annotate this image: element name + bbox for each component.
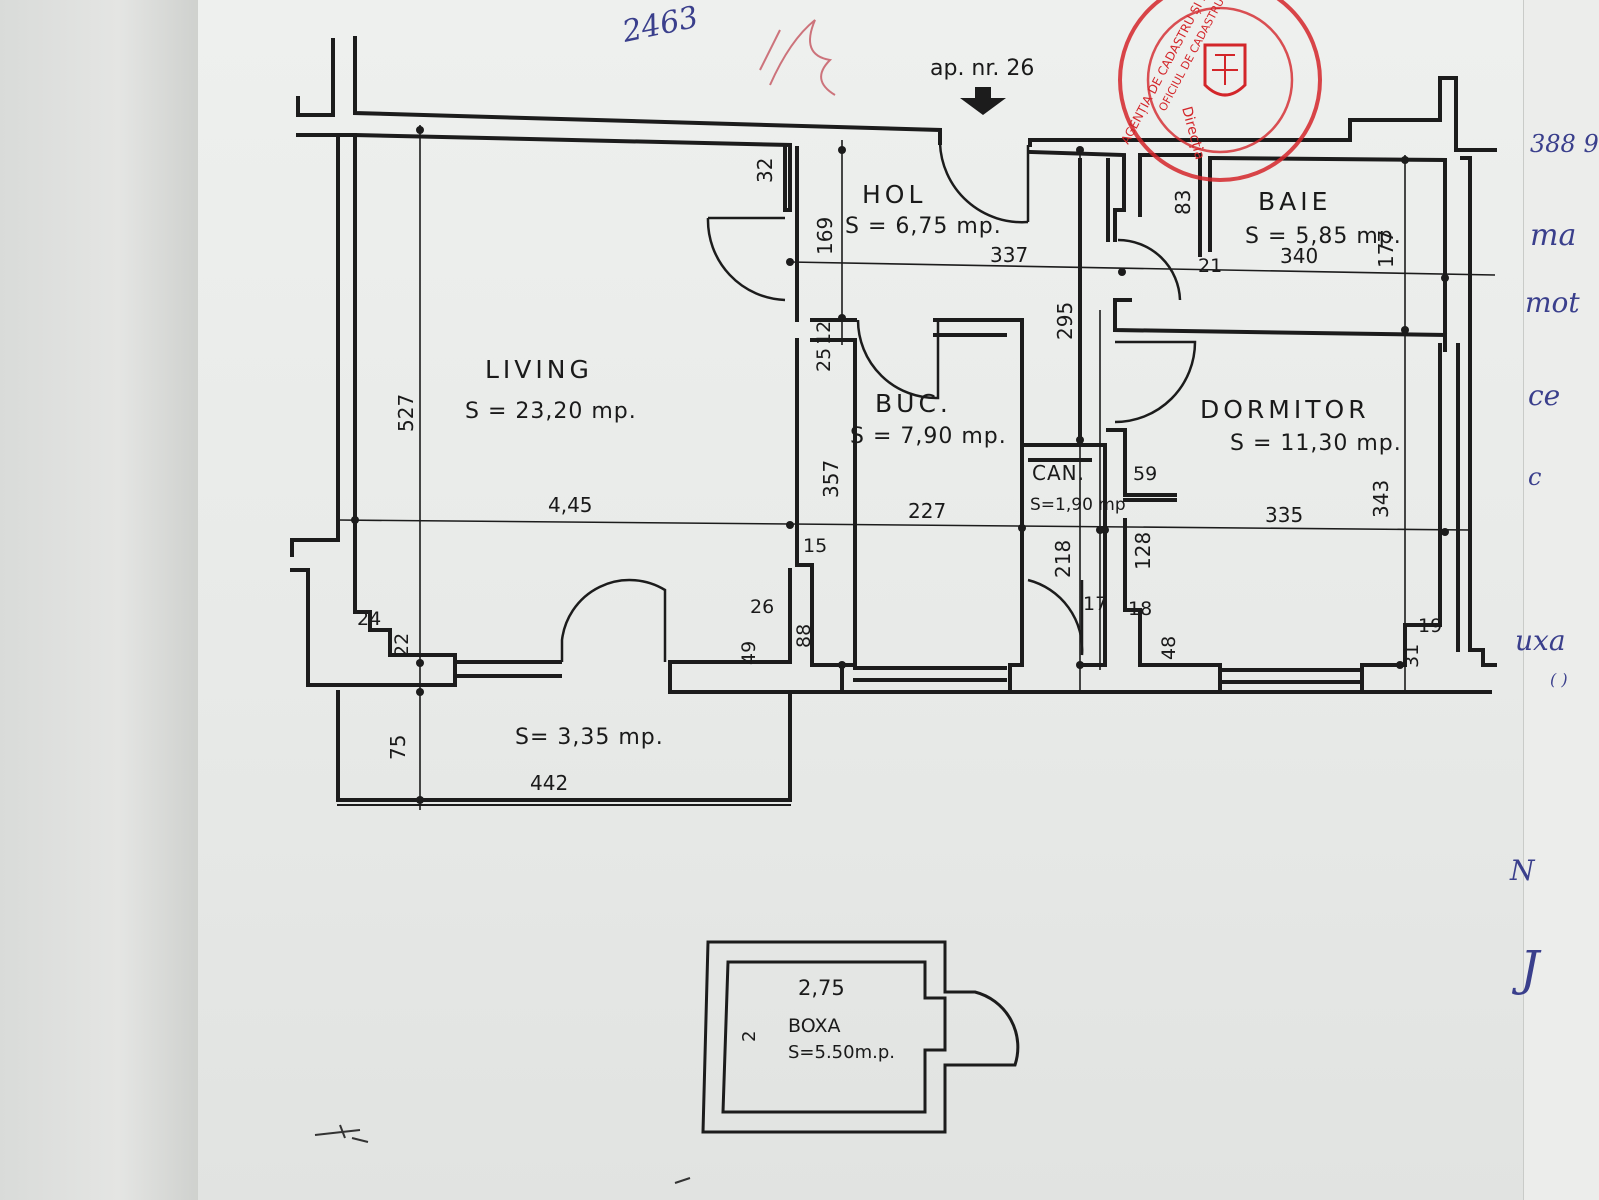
dimension-lines	[337, 125, 1496, 810]
dim-49: 49	[738, 641, 760, 665]
dim-32: 32	[753, 158, 777, 183]
dim-59: 59	[1133, 463, 1157, 485]
dim-335: 335	[1265, 503, 1303, 527]
coat-of-arms-icon	[1203, 43, 1247, 97]
can-room-name: CAN.	[1032, 461, 1085, 485]
living-room-area: S = 23,20 mp.	[465, 399, 637, 424]
hol-room-area: S = 6,75 mp.	[845, 214, 1002, 239]
dim-25: 25	[813, 348, 835, 372]
apartment-label: ap. nr. 26	[930, 56, 1034, 81]
dim-445: 4,45	[548, 493, 593, 517]
boxa-area: S=5.50m.p.	[788, 1042, 895, 1063]
dim-442: 442	[530, 771, 568, 795]
dim-83: 83	[1171, 190, 1195, 215]
living-room-name: LIVING	[485, 355, 593, 384]
dim-12: 12	[813, 321, 835, 345]
boxa-outline	[701, 940, 1020, 1134]
dim-88: 88	[793, 624, 815, 648]
boxa-width: 2,75	[798, 976, 845, 1000]
dim-227: 227	[908, 499, 946, 523]
dormitor-room-area: S = 11,30 mp.	[1230, 431, 1402, 456]
margin-note-9: J	[1511, 941, 1542, 997]
door-swings	[560, 142, 1197, 662]
dim-19: 19	[1418, 615, 1442, 637]
dim-31: 31	[1401, 644, 1423, 668]
handwritten-number: 2463	[618, 0, 701, 50]
pen-marks	[314, 1124, 691, 1184]
margin-note-8: N	[1509, 854, 1536, 887]
boxa-depth: 2	[739, 1031, 760, 1042]
margin-note-2: ma	[1530, 218, 1576, 253]
dim-340: 340	[1280, 244, 1318, 268]
dimension-ticks	[351, 126, 1449, 804]
floor-plan-sheet	[198, 0, 1523, 1200]
dim-22: 22	[391, 633, 413, 657]
margin-note-4: ce	[1528, 379, 1560, 412]
margin-note-5: c	[1528, 463, 1541, 491]
dim-218: 218	[1051, 540, 1075, 578]
dim-295: 295	[1053, 302, 1077, 340]
entrance-arrow-icon	[960, 87, 1006, 115]
buc-room-name: BUC.	[875, 389, 952, 418]
dim-48: 48	[1158, 636, 1180, 660]
signature-scribble	[759, 19, 836, 96]
dim-26: 26	[750, 596, 774, 618]
dim-15: 15	[803, 535, 827, 557]
left-page-edge	[0, 0, 198, 1200]
dim-337: 337	[990, 243, 1028, 267]
boxa-name: BOXA	[788, 1015, 840, 1037]
dim-75: 75	[386, 735, 410, 760]
baie-room-name: BAIE	[1258, 187, 1331, 216]
dim-527: 527	[394, 394, 418, 432]
baie-room-area: S = 5,85 mp.	[1245, 224, 1402, 249]
dim-24: 24	[357, 608, 381, 630]
balcony-area: S= 3,35 mp.	[515, 725, 664, 750]
hol-room-name: HOL	[862, 180, 926, 209]
can-room-area: S=1,90 mp	[1030, 495, 1126, 515]
dim-21: 21	[1198, 255, 1222, 277]
margin-note-7: ( )	[1550, 670, 1568, 689]
margin-note-1: 388 9	[1530, 130, 1599, 158]
margin-note-3: mot	[1525, 286, 1580, 319]
right-page-edge	[1523, 0, 1599, 1200]
dim-177: 177	[1374, 230, 1398, 268]
dormitor-room-name: DORMITOR	[1200, 395, 1370, 424]
dim-128: 128	[1131, 532, 1155, 570]
dim-169: 169	[813, 217, 837, 255]
margin-note-6: uxa	[1515, 624, 1566, 657]
walls	[290, 36, 1497, 806]
dim-343: 343	[1369, 480, 1393, 518]
dim-18: 18	[1128, 598, 1152, 620]
dim-357: 357	[819, 460, 843, 498]
buc-room-area: S = 7,90 mp.	[850, 424, 1007, 449]
dim-17: 17	[1083, 593, 1107, 615]
